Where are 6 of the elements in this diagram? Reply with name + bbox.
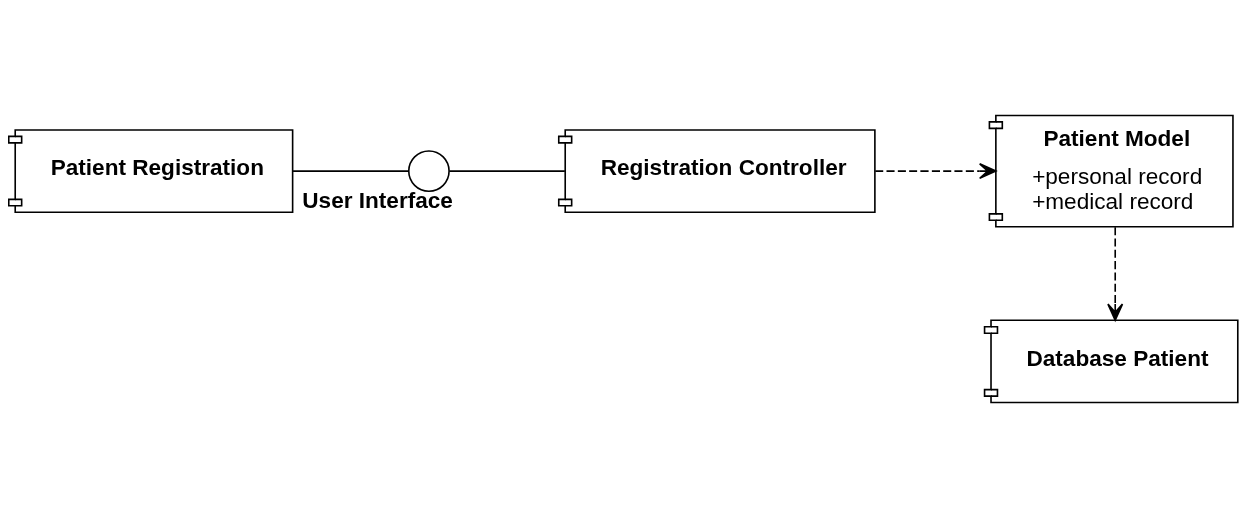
node-label: User Interface — [302, 187, 453, 213]
arrow — [874, 163, 997, 180]
connector — [448, 170, 566, 172]
arrow — [1107, 226, 1124, 322]
node-circle — [407, 150, 450, 193]
connector — [292, 170, 410, 172]
